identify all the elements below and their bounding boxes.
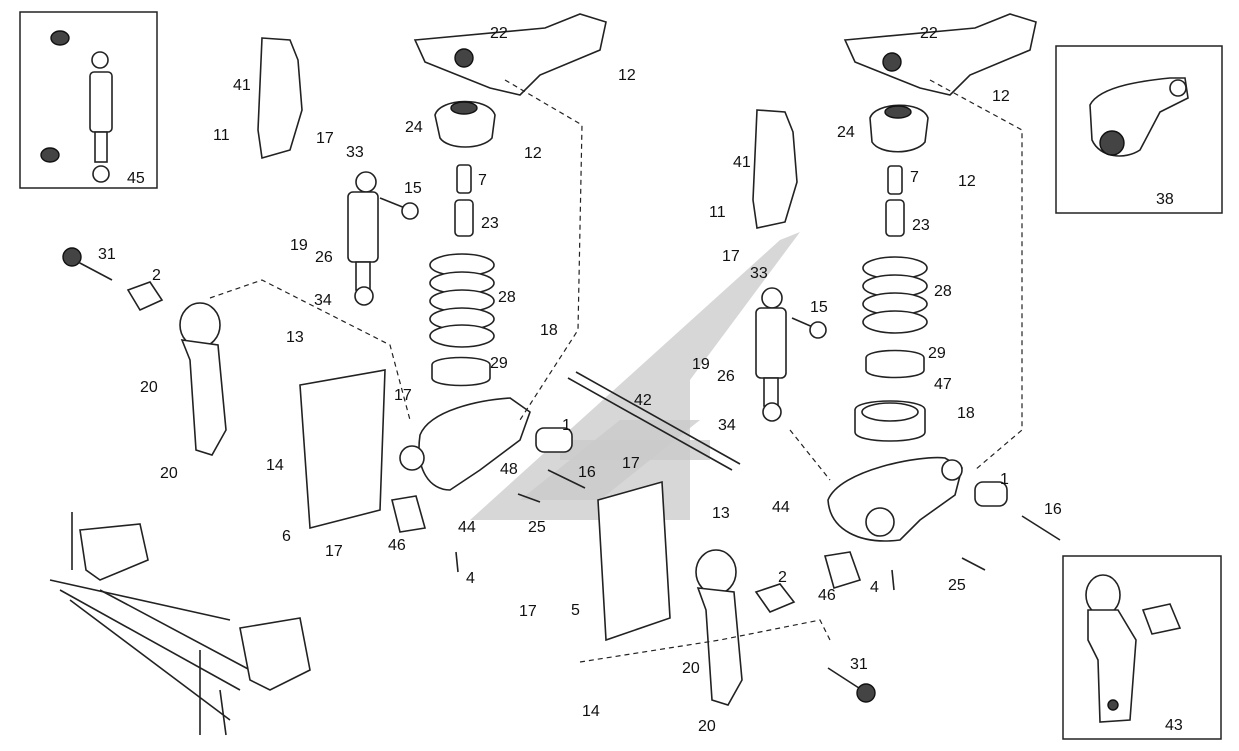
- part-label: 12: [618, 67, 636, 84]
- part-label: 2: [778, 569, 787, 586]
- part-label: 20: [698, 718, 716, 735]
- dashed-guides: [209, 79, 1023, 663]
- part-label: 7: [478, 172, 487, 189]
- part-label: 4: [870, 579, 879, 596]
- part-label: 28: [934, 283, 952, 300]
- part-label: 25: [528, 519, 546, 536]
- part-label: 4: [466, 570, 475, 587]
- part-label: 17: [325, 543, 343, 560]
- part-label: 24: [837, 124, 855, 141]
- part-label: 15: [810, 299, 828, 316]
- part-label: 28: [498, 289, 516, 306]
- part-label: 44: [458, 519, 476, 536]
- inset-box-45: [19, 11, 158, 189]
- part-label: 34: [718, 417, 736, 434]
- part-label: 5: [571, 602, 580, 619]
- part-label: 41: [233, 77, 251, 94]
- part-label: 25: [948, 577, 966, 594]
- part-label: 34: [314, 292, 332, 309]
- part-label: 19: [290, 237, 308, 254]
- part-label: 22: [920, 25, 938, 42]
- part-label: 2: [152, 267, 161, 284]
- inset-43-arm: [1085, 574, 1182, 723]
- part-label: 15: [404, 180, 422, 197]
- left-assembly: [62, 13, 741, 573]
- part-label: 44: [772, 499, 790, 516]
- part-labels: 22 12 41 24 11 17 33 12 7 15 23 31 2 19 …: [98, 25, 1183, 735]
- part-label: 1: [1000, 471, 1009, 488]
- part-label: 18: [540, 322, 558, 339]
- part-label: 7: [910, 169, 919, 186]
- part-label: 17: [722, 248, 740, 265]
- part-label: 20: [140, 379, 158, 396]
- part-label: 12: [958, 173, 976, 190]
- part-label: 29: [490, 355, 508, 372]
- part-label: 11: [709, 204, 726, 221]
- right-assembly: [597, 13, 1061, 706]
- part-label: 46: [388, 537, 406, 554]
- part-label: 42: [634, 392, 652, 409]
- part-label: 14: [582, 703, 600, 720]
- part-label: 17: [394, 387, 412, 404]
- part-label: 13: [712, 505, 730, 522]
- part-label: 19: [692, 356, 710, 373]
- part-label: 23: [912, 217, 930, 234]
- part-label: 45: [127, 170, 145, 187]
- part-label: 38: [1156, 191, 1174, 208]
- part-label: 26: [717, 368, 735, 385]
- part-label: 20: [682, 660, 700, 677]
- inset-box-43: [1062, 555, 1222, 740]
- part-label: 12: [524, 145, 542, 162]
- part-label: 11: [213, 127, 230, 144]
- part-label: 17: [622, 455, 640, 472]
- part-label: 13: [286, 329, 304, 346]
- part-label: 33: [750, 265, 768, 282]
- part-label: 14: [266, 457, 284, 474]
- bottom-left-schematic: [49, 512, 311, 736]
- part-label: 6: [282, 528, 291, 545]
- part-label: 16: [1044, 501, 1062, 518]
- part-label: 41: [733, 154, 751, 171]
- part-label: 33: [346, 144, 364, 161]
- part-label: 48: [500, 461, 518, 478]
- part-label: 20: [160, 465, 178, 482]
- part-label: 31: [850, 656, 868, 673]
- part-label: 24: [405, 119, 423, 136]
- part-label: 12: [992, 88, 1010, 105]
- inset-45-shock-absorber: [40, 30, 113, 183]
- part-label: 47: [934, 376, 952, 393]
- inset-38-bracket: [1089, 77, 1189, 157]
- part-label: 43: [1165, 717, 1183, 734]
- part-label: 1: [562, 417, 571, 434]
- part-label: 17: [316, 130, 334, 147]
- part-label: 17: [519, 603, 537, 620]
- part-label: 31: [98, 246, 116, 263]
- part-label: 16: [578, 464, 596, 481]
- part-label: 46: [818, 587, 836, 604]
- part-label: 18: [957, 405, 975, 422]
- part-label: 22: [490, 25, 508, 42]
- part-label: 23: [481, 215, 499, 232]
- part-label: 29: [928, 345, 946, 362]
- part-label: 26: [315, 249, 333, 266]
